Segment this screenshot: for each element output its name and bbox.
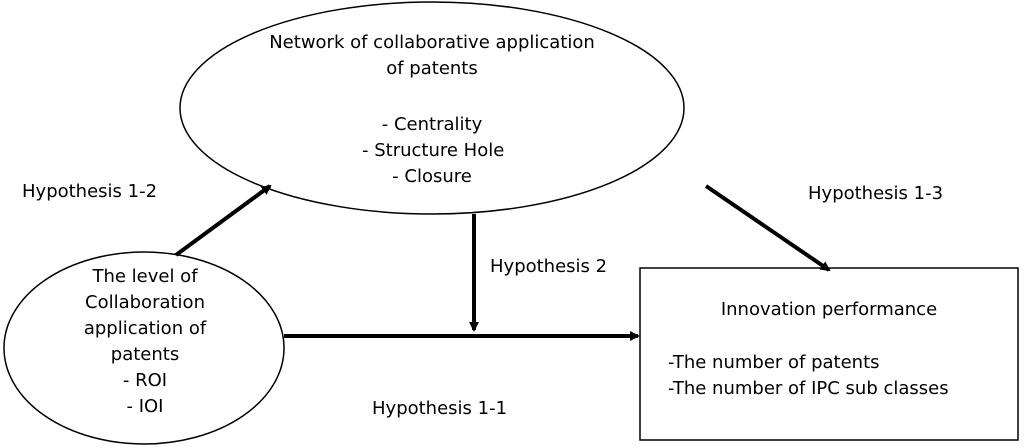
network-item-structure-hole: - Structure Hole	[362, 140, 505, 161]
collaboration-ellipse	[3, 251, 285, 445]
innovation-title: Innovation performance	[720, 299, 938, 320]
label-hypothesis-1-2: Hypothesis 1-2	[22, 181, 158, 202]
network-title: Network of collaborative application of …	[262, 30, 602, 82]
label-hypothesis-2: Hypothesis 2	[490, 256, 608, 277]
network-title-line-1: Network of collaborative application	[269, 32, 595, 53]
innovation-box	[639, 267, 1019, 441]
collaboration-text: The level of Collaboration application o…	[70, 264, 220, 420]
label-hypothesis-1-1: Hypothesis 1-1	[372, 398, 508, 419]
innovation-item-ipc: -The number of IPC sub classes	[668, 378, 949, 399]
collaboration-line-4: patents	[110, 344, 180, 365]
collaboration-line-1: The level of	[92, 266, 198, 287]
network-ellipse	[179, 1, 685, 215]
collaboration-item-ioi: - IOI	[126, 396, 164, 417]
network-item-closure: - Closure	[392, 166, 472, 187]
innovation-item-patents: -The number of patents	[668, 352, 880, 373]
collaboration-item-roi: - ROI	[122, 370, 168, 391]
collaboration-line-2: Collaboration	[85, 292, 205, 313]
arrow-hypothesis-1-2	[174, 184, 272, 257]
network-title-line-2: of patents	[386, 58, 478, 79]
network-item-centrality: - Centrality	[381, 114, 483, 135]
innovation-items: -The number of patents -The number of IP…	[668, 350, 1008, 402]
network-items: - Centrality - Structure Hole - Closure	[362, 112, 505, 190]
collaboration-line-3: application of	[83, 318, 207, 339]
arrow-hypothesis-1-3	[704, 184, 831, 272]
label-hypothesis-1-3: Hypothesis 1-3	[808, 183, 944, 204]
